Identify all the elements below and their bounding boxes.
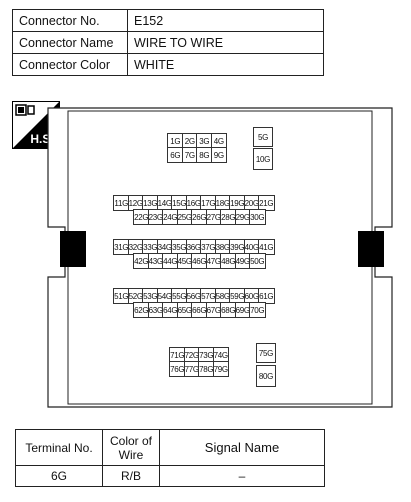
- pin-cavity: 5G: [253, 127, 273, 147]
- terminal-header-cell: Terminal No.: [15, 429, 103, 466]
- pin-cavity: 25G: [176, 209, 193, 225]
- pin-cavity: 50G: [249, 253, 266, 269]
- pin-cavity: 75G: [256, 343, 276, 363]
- terminal-header-cell: Color of Wire: [102, 429, 160, 466]
- pin-cavity: 80G: [256, 365, 276, 387]
- pin-cavity: 9G: [210, 147, 227, 163]
- connector-info-row: Connector No.E152: [12, 9, 324, 32]
- pin-cavity: 67G: [205, 302, 222, 318]
- pin-cavity: 11G: [113, 195, 130, 211]
- pin-cavity: 21G: [258, 195, 275, 211]
- info-value: E152: [127, 9, 324, 32]
- pin-cavity: 42G: [133, 253, 150, 269]
- info-value: WIRE TO WIRE: [127, 31, 324, 54]
- info-label: Connector Name: [12, 31, 128, 54]
- terminal-cell: 6G: [15, 465, 103, 487]
- pin-cavity: 48G: [220, 253, 237, 269]
- right-lock-tab: [358, 231, 384, 267]
- pin-cavity: 30G: [249, 209, 266, 225]
- info-value: WHITE: [127, 53, 324, 76]
- pin-cavity: 10G: [253, 148, 273, 170]
- pin-cavity: 61G: [258, 288, 275, 304]
- info-label: Connector Color: [12, 53, 128, 76]
- terminal-cell: –: [159, 465, 325, 487]
- terminal-cell: R/B: [102, 465, 160, 487]
- pin-cavity: 70G: [249, 302, 266, 318]
- pin-cavity: 47G: [205, 253, 222, 269]
- terminal-header-cell: Signal Name: [159, 429, 325, 466]
- left-lock-tab: [60, 231, 86, 267]
- pin-cavity: 46G: [191, 253, 208, 269]
- pin-cavity: 41G: [258, 239, 275, 255]
- pin-cavity: 74G: [212, 347, 229, 363]
- info-label: Connector No.: [12, 9, 128, 32]
- pin-cavity: 79G: [212, 361, 229, 377]
- pin-cavity: 22G: [133, 209, 150, 225]
- pin-cavity: 8G: [196, 147, 213, 163]
